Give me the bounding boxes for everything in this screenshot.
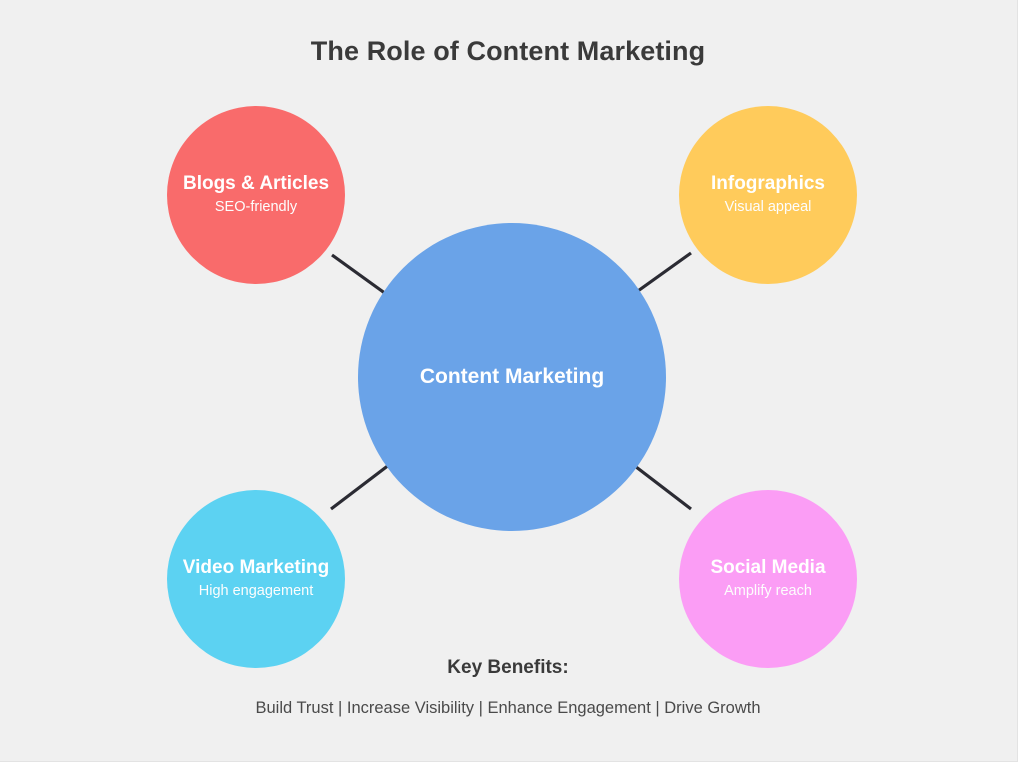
node-blogs-label: Blogs & Articles	[182, 172, 330, 194]
node-infographics-sublabel: Visual appeal	[724, 199, 812, 216]
node-center-label: Content Marketing	[419, 365, 605, 389]
key-benefits-heading: Key Benefits:	[447, 657, 569, 678]
node-video-sublabel: High engagement	[198, 583, 314, 600]
page-title: The Role of Content Marketing	[310, 36, 706, 66]
node-blogs-sublabel: SEO-friendly	[214, 199, 298, 216]
key-benefits-list: Build Trust | Increase Visibility | Enha…	[255, 699, 761, 717]
node-video-marketing[interactable]: Video Marketing High engagement	[167, 490, 345, 668]
node-video-label: Video Marketing	[182, 556, 330, 578]
node-social-label: Social Media	[710, 556, 826, 578]
node-infographics[interactable]: Infographics Visual appeal	[679, 106, 857, 284]
node-social-sublabel: Amplify reach	[724, 583, 812, 600]
node-blogs-articles[interactable]: Blogs & Articles SEO-friendly	[167, 106, 345, 284]
node-infographics-label: Infographics	[710, 172, 825, 194]
node-social-media[interactable]: Social Media Amplify reach	[679, 490, 857, 668]
node-content-marketing[interactable]: Content Marketing	[358, 223, 666, 531]
